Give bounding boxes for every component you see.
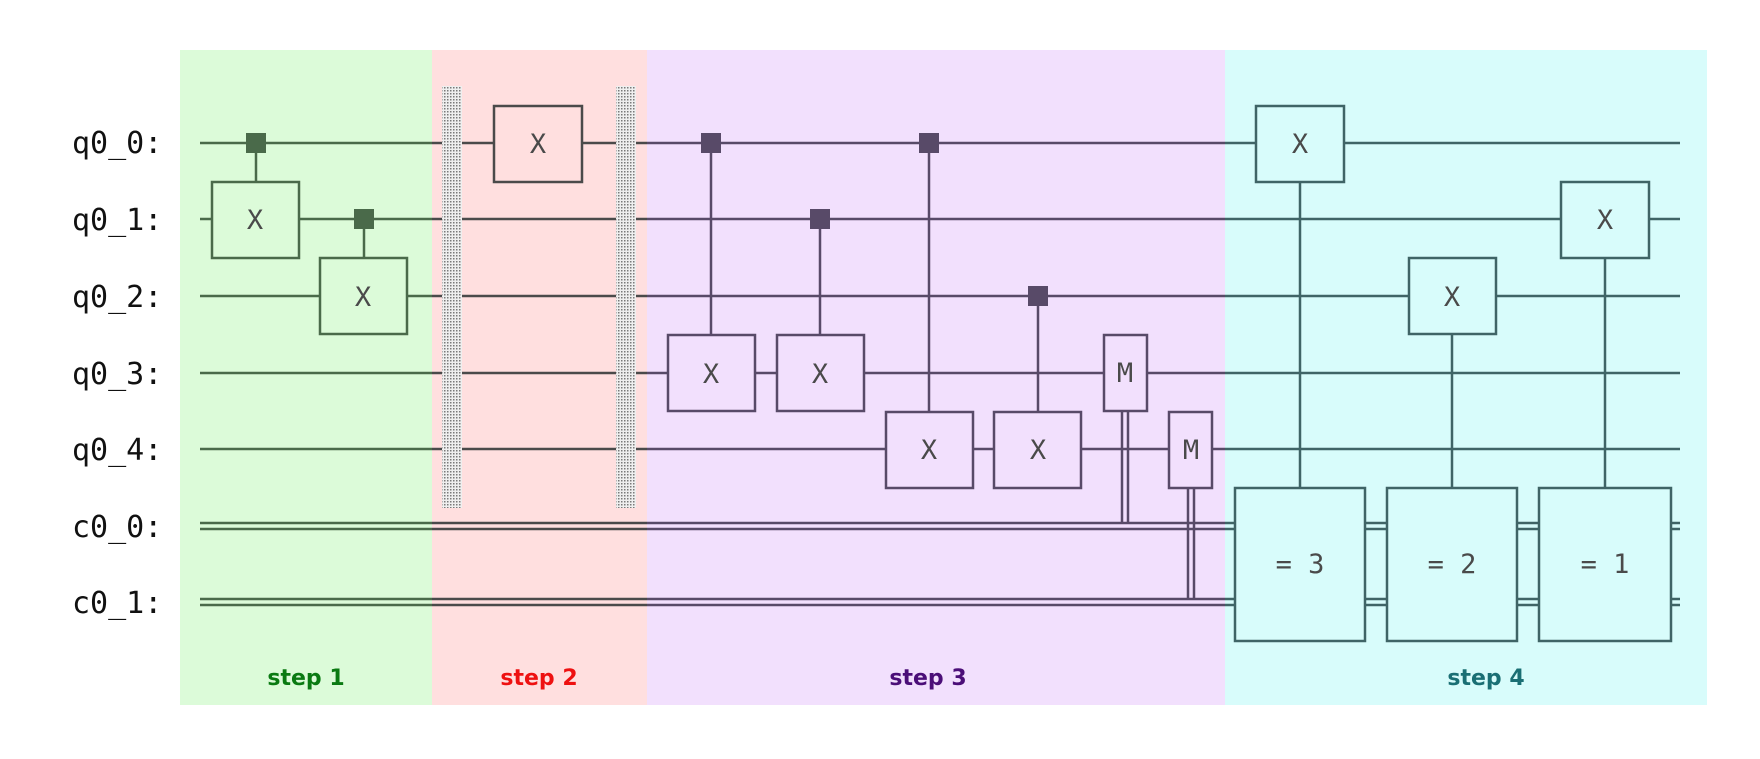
step1-region [180,50,432,705]
condition-box-1-label: = 1 [1581,549,1630,580]
barrier-right [616,86,636,508]
barrier-left [442,86,462,508]
step-label-2: step 2 [500,666,577,691]
step4-gates: X X X = 3 = 2 = 1 [1233,104,1673,643]
x-gate-s2-label: X [530,129,546,160]
measure-gate-q0-4 [1167,410,1214,490]
condition-box-2 [1385,486,1519,643]
control-dot-s3-a [701,133,721,153]
measure-gate-q0-3-label: M [1117,358,1133,389]
condition-box-3-label: = 3 [1276,549,1325,580]
x-gate-s3-b [775,333,866,413]
x-gate-s1-b-label: X [355,282,371,313]
x-gate-s4-q0-0 [1254,104,1346,184]
x-gate-s4-q0-0-label: X [1292,129,1308,160]
control-dot-s1-b [354,209,374,229]
step-label-3: step 3 [889,666,966,691]
wire-label-q0-3: q0_3: [72,357,162,392]
x-gate-s4-q0-1-label: X [1597,205,1613,236]
x-gate-s1-a [210,180,301,260]
controls [246,133,1048,306]
x-gate-s2 [492,104,584,184]
step2-gates: X [492,104,584,184]
measure-gate-q0-4-label: M [1183,435,1199,466]
condition-box-3 [1233,486,1367,643]
x-gate-s3-a-label: X [703,359,719,390]
step-label-1: step 1 [267,666,344,691]
x-gate-s3-d-label: X [1030,435,1046,466]
control-dot-s3-c [919,133,939,153]
x-gate-s1-b [318,256,409,336]
measure-gate-q0-3 [1102,333,1149,413]
wire-label-q0-2: q0_2: [72,280,162,315]
control-dot-s1-a [246,133,266,153]
x-gate-s4-q0-2-label: X [1444,282,1460,313]
x-gate-s3-a [666,333,757,413]
x-gate-s3-c [884,410,975,490]
control-dot-s3-d [1028,286,1048,306]
step-label-4: step 4 [1447,666,1524,691]
x-gate-s3-c-label: X [921,435,937,466]
x-gate-s3-d [992,410,1083,490]
condition-box-2-label: = 2 [1428,549,1477,580]
control-dot-s3-b [810,209,830,229]
step3-gates: X X X X M M [666,333,1214,490]
wire-label-q0-4: q0_4: [72,433,162,468]
wire-label-q0-0: q0_0: [72,126,162,161]
x-gate-s3-b-label: X [812,359,828,390]
wire-label-q0-1: q0_1: [72,203,162,238]
x-gate-s4-q0-2 [1407,256,1498,336]
step1-gates: X X [210,180,409,336]
condition-box-1 [1537,486,1673,643]
wire-label-c0-1: c0_1: [72,586,162,621]
wire-label-c0-0: c0_0: [72,510,162,545]
connectors [254,143,1607,600]
x-gate-s4-q0-1 [1559,180,1651,260]
x-gate-s1-a-label: X [247,205,263,236]
